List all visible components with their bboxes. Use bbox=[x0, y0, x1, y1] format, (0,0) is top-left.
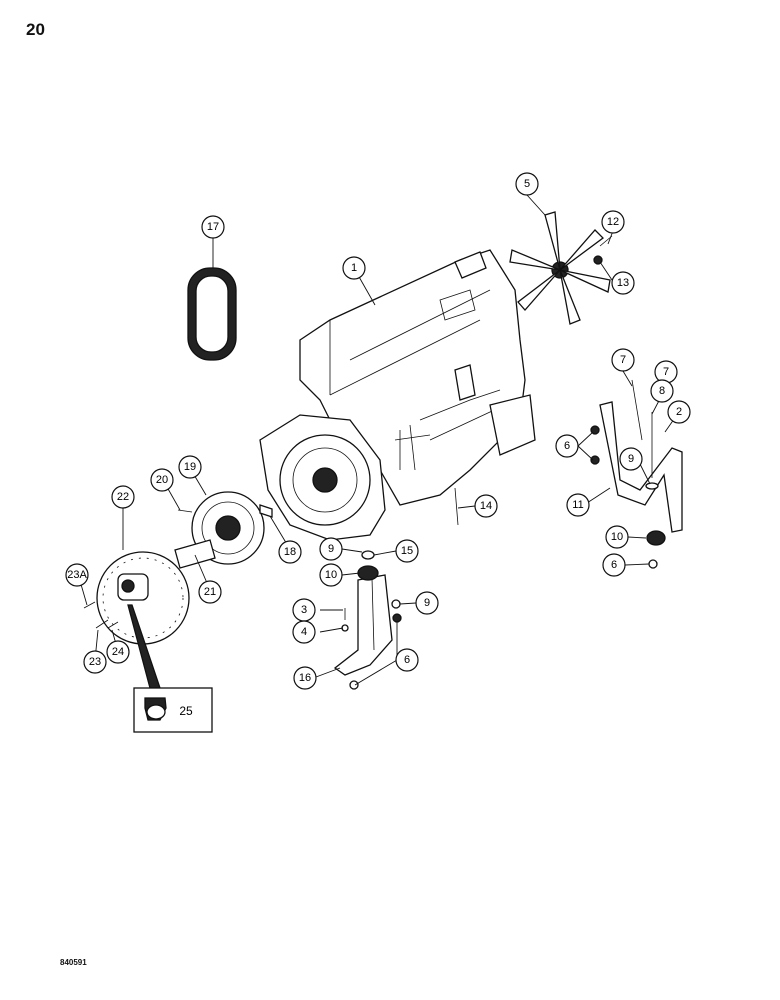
callout-label: 24 bbox=[112, 646, 124, 658]
drive-belt bbox=[187, 267, 237, 361]
callout: 6 bbox=[555, 434, 579, 458]
callout: 3 bbox=[292, 598, 316, 622]
callout: 11 bbox=[566, 493, 590, 517]
drive-plate bbox=[83, 551, 190, 645]
callout-label: 6 bbox=[564, 440, 570, 452]
engine-mount-bracket-rear bbox=[590, 379, 683, 569]
callout: 22 bbox=[111, 485, 135, 509]
callout: 15 bbox=[395, 539, 419, 563]
callout: 7 bbox=[611, 348, 635, 372]
callout: 10 bbox=[605, 525, 629, 549]
callout: 23A bbox=[65, 563, 89, 587]
callout: 2 bbox=[667, 400, 691, 424]
callout-label: 21 bbox=[204, 586, 216, 598]
callout-label: 1 bbox=[351, 262, 357, 274]
callout-label: 10 bbox=[325, 569, 337, 581]
callout-label: 8 bbox=[659, 385, 665, 397]
inset-box: 25 bbox=[133, 687, 213, 733]
callout-label: 9 bbox=[328, 543, 334, 555]
callout-label: 20 bbox=[156, 474, 168, 486]
callout: 10 bbox=[319, 563, 343, 587]
callout: 8 bbox=[650, 379, 674, 403]
callout: 9 bbox=[415, 591, 439, 615]
callout-label: 11 bbox=[572, 499, 583, 511]
callout-label: 9 bbox=[424, 597, 430, 609]
callout-label: 14 bbox=[480, 500, 492, 512]
callout: 6 bbox=[395, 648, 419, 672]
callout-label: 12 bbox=[607, 216, 619, 228]
callout: 16 bbox=[293, 666, 317, 690]
page-number: 20 bbox=[26, 20, 45, 39]
callout-label: 23 bbox=[89, 656, 101, 668]
pilot-shaft bbox=[174, 539, 216, 569]
callout: 14 bbox=[474, 494, 498, 518]
callout: 9 bbox=[619, 447, 643, 471]
callout: 7 bbox=[654, 360, 678, 384]
callout: 23 bbox=[83, 650, 107, 674]
callout-label: 6 bbox=[404, 654, 410, 666]
callout-label: 2 bbox=[676, 406, 682, 418]
cooling-fan bbox=[509, 211, 611, 325]
callout-label: 7 bbox=[663, 366, 669, 378]
engine-mount-bracket-front bbox=[333, 550, 402, 690]
callout: 20 bbox=[150, 468, 174, 492]
inset-label: 25 bbox=[179, 704, 193, 718]
callout-label: 16 bbox=[299, 672, 311, 684]
callout-label: 23A bbox=[67, 569, 87, 581]
callout-label: 4 bbox=[301, 626, 307, 638]
callout: 13 bbox=[611, 271, 635, 295]
callout-label: 3 bbox=[301, 604, 307, 616]
callout-label: 18 bbox=[284, 546, 296, 558]
callout-label: 9 bbox=[628, 453, 634, 465]
callout-label: 15 bbox=[401, 545, 413, 557]
document-code: 840591 bbox=[60, 958, 87, 967]
callout: 12 bbox=[601, 210, 625, 234]
callout-label: 10 bbox=[611, 531, 623, 543]
callout: 1 bbox=[342, 256, 366, 280]
callout-label: 17 bbox=[207, 221, 219, 233]
callout: 18 bbox=[278, 540, 302, 564]
callout: 4 bbox=[292, 620, 316, 644]
callout-label: 22 bbox=[117, 491, 129, 503]
callout: 24 bbox=[106, 640, 130, 664]
callout-label: 7 bbox=[620, 354, 626, 366]
leader-lines bbox=[77, 194, 680, 686]
long-bolt bbox=[454, 487, 459, 526]
callout-label: 5 bbox=[524, 178, 530, 190]
flywheel-housing bbox=[259, 414, 386, 541]
callout: 5 bbox=[515, 172, 539, 196]
callout: 17 bbox=[201, 215, 225, 239]
callout-label: 19 bbox=[184, 461, 196, 473]
callout: 19 bbox=[178, 455, 202, 479]
callout-label: 13 bbox=[617, 277, 629, 289]
callout-label: 6 bbox=[611, 559, 617, 571]
callout: 6 bbox=[602, 553, 626, 577]
callout: 21 bbox=[198, 580, 222, 604]
callout: 9 bbox=[319, 537, 343, 561]
